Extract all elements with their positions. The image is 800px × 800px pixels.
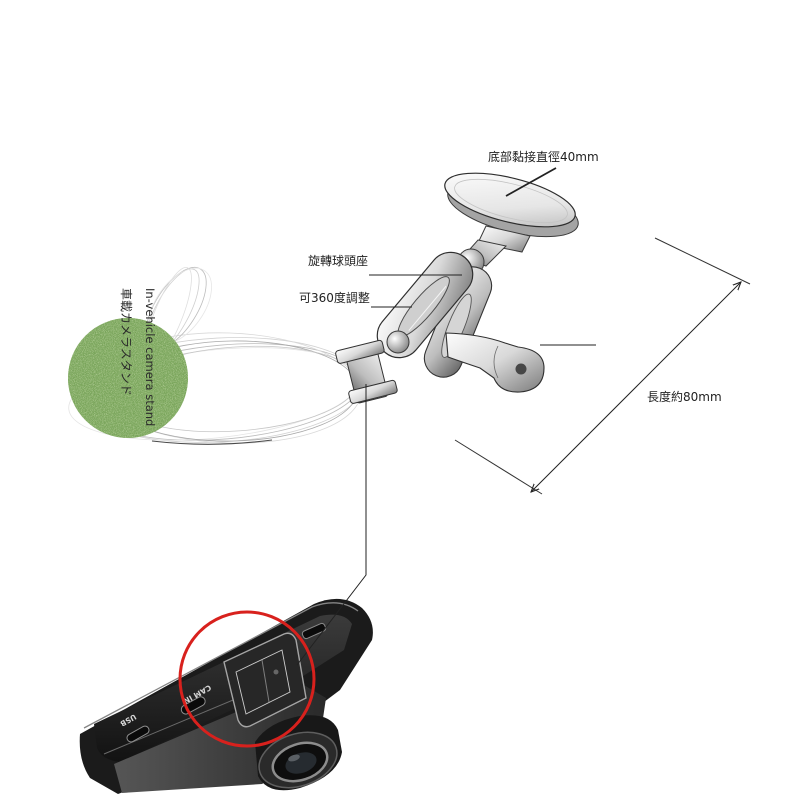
arm-plate-front-highlight — [408, 285, 447, 331]
micro-usb-port — [301, 622, 327, 640]
badge-text-japanese: 車載カメラスタンド — [119, 288, 133, 396]
badge: In-vehicle camera stand 車載カメラスタンド — [68, 288, 188, 438]
dashcam-top-edge — [83, 602, 359, 729]
dashcam-lens — [255, 715, 342, 791]
lens-glint — [288, 754, 300, 762]
extension-line-top — [654, 237, 751, 285]
suction-cup-inner-ring — [454, 178, 568, 224]
highlight-circle — [178, 610, 316, 748]
badge-text-english: In-vehicle camera stand — [143, 288, 157, 426]
knob-hole — [515, 363, 527, 375]
mount-screw — [273, 669, 279, 675]
leader-base-diameter — [505, 167, 557, 197]
camera-clip-flange-bottom — [348, 379, 398, 404]
callouts: 底部黏接直徑40mm 旋轉球頭座 可360度調整 — [299, 149, 599, 346]
mount-shoe-notch — [261, 659, 270, 703]
badge-texture-light — [68, 318, 188, 438]
label-adjustable: 可360度調整 — [299, 290, 370, 305]
suction-cup — [444, 172, 579, 238]
usb-port — [126, 725, 150, 743]
suction-mount — [335, 172, 579, 404]
orbit-ring-shadow — [151, 439, 273, 445]
label-ball-joint: 旋轉球頭座 — [308, 253, 368, 268]
label-base-diameter: 底部黏接直徑40mm — [488, 149, 599, 164]
leader-to-camera — [296, 384, 367, 666]
tightening-knob-grip-line — [493, 345, 499, 379]
extension-line-bottom — [454, 439, 543, 495]
suction-cup-face — [444, 172, 576, 228]
label-length: 長度約80mm — [647, 389, 722, 404]
dimension-line — [531, 282, 741, 492]
camera-clip-flange-top — [335, 339, 385, 364]
ball-joint-lower — [386, 330, 410, 354]
length-dimension: 長度約80mm — [454, 237, 751, 495]
dashcam: USB CAM IN — [79, 598, 373, 794]
camera-clip — [335, 339, 398, 404]
mount-shoe-rail — [235, 649, 291, 715]
